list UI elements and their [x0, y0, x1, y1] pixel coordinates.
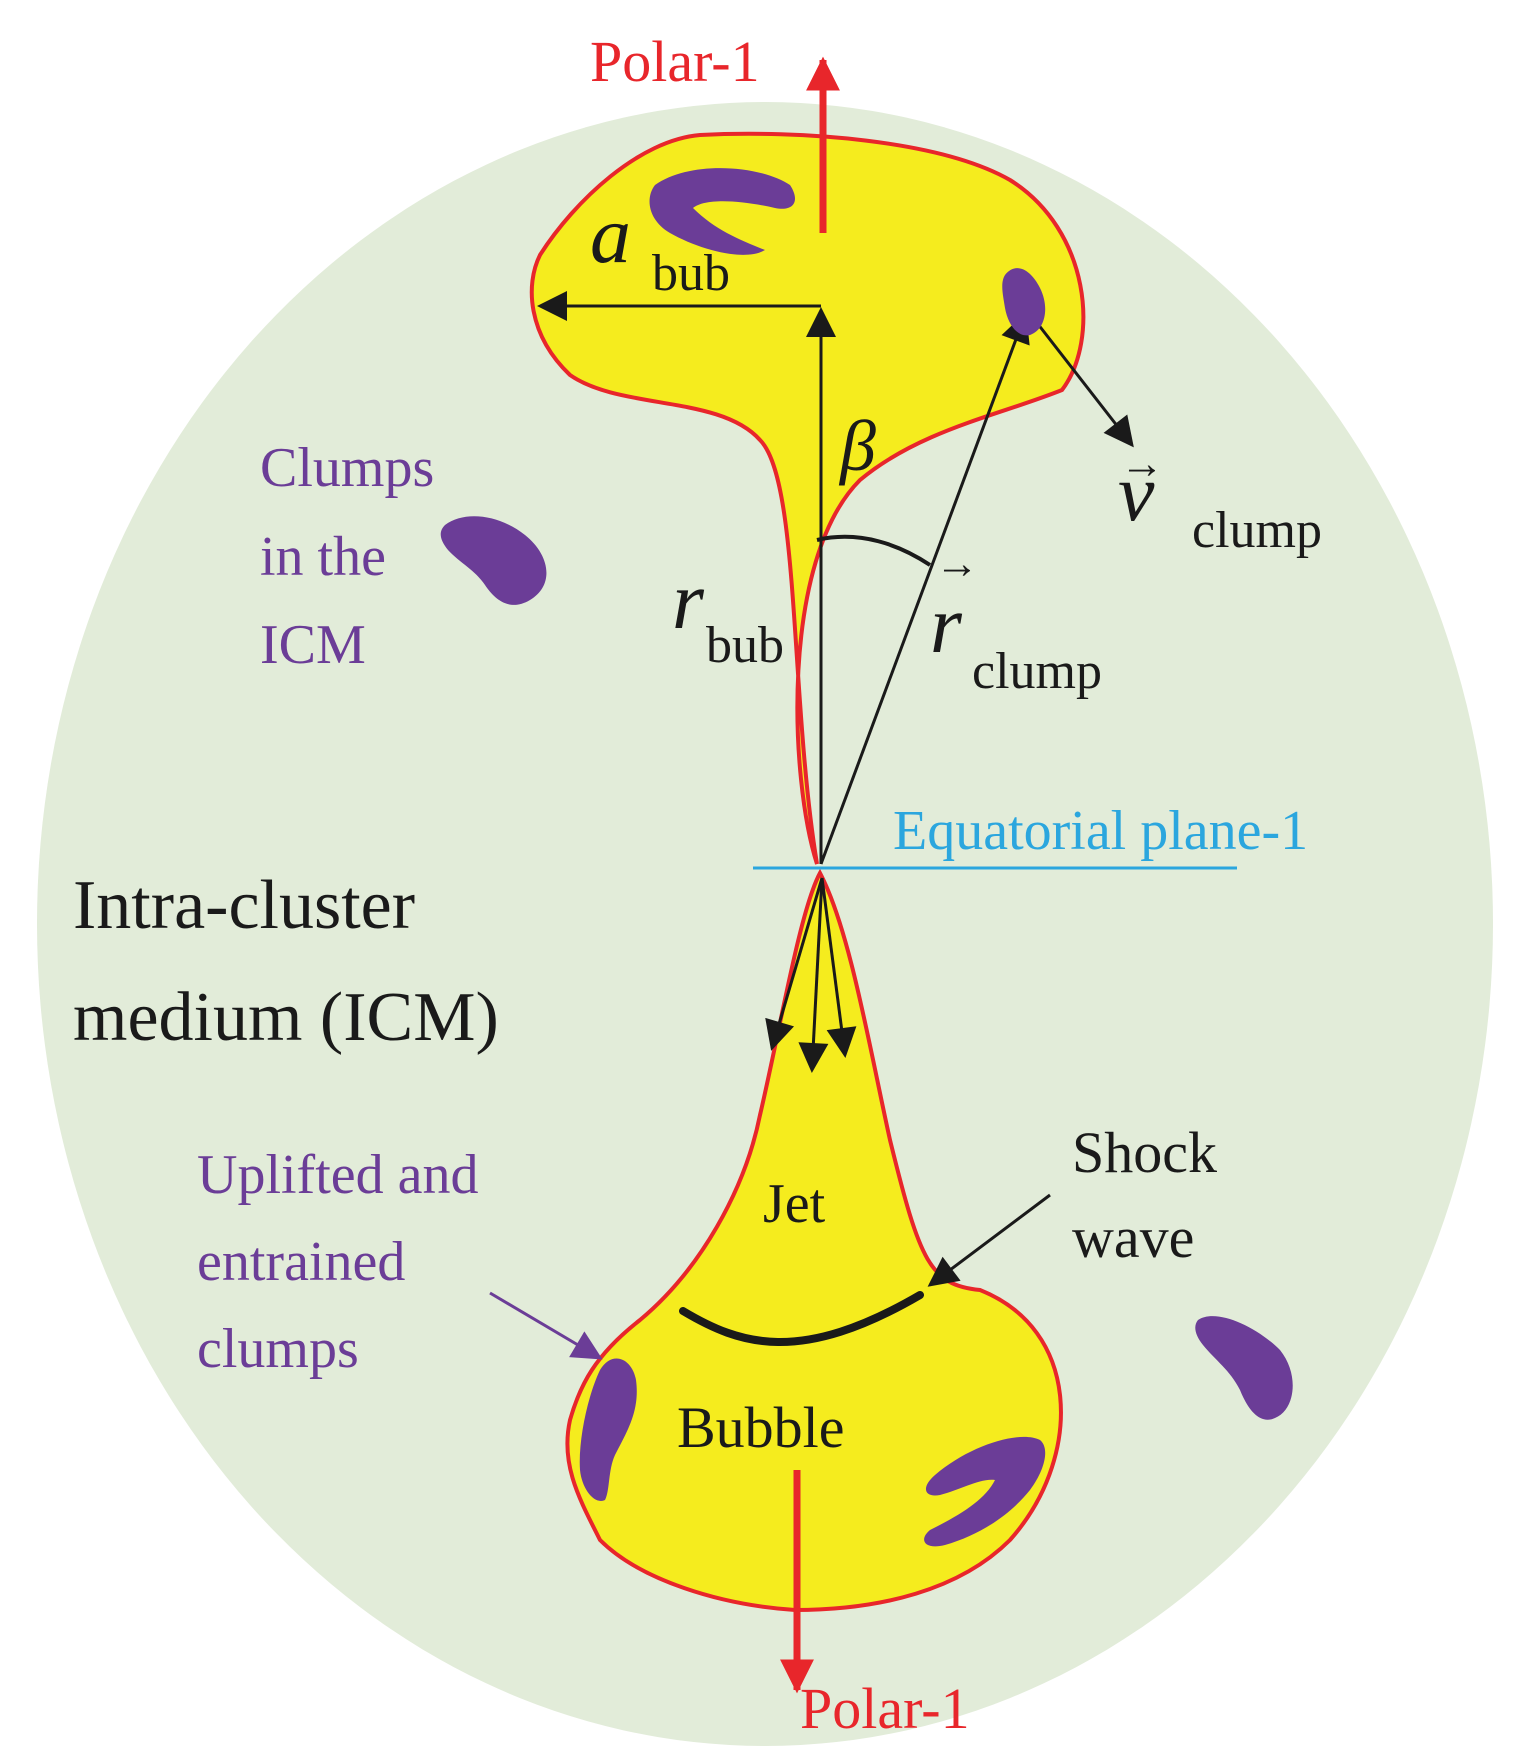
a-bub-subscript: bub — [652, 245, 730, 302]
bottom-bubble-shape — [565, 868, 1063, 1613]
bubble-label: Bubble — [677, 1395, 845, 1460]
clump-bubble-right-crescent — [924, 1436, 1046, 1547]
clump-icm-left — [440, 516, 547, 605]
uplifted-label-line-3: clumps — [197, 1318, 359, 1380]
v-clump-symbol: v — [1118, 447, 1155, 538]
v-clump-vector-arrow: → — [1120, 439, 1164, 488]
r-clump-vector-arrow: → — [935, 539, 979, 588]
r-clump-symbol: r — [930, 579, 963, 670]
v-clump-subscript: clump — [1192, 502, 1322, 559]
polar-bottom-label: Polar-1 — [800, 1676, 970, 1741]
shock-wave-label-line-1: Shock — [1072, 1120, 1217, 1185]
v-clump-arrow — [1025, 309, 1134, 448]
equatorial-plane-label: Equatorial plane-1 — [893, 800, 1308, 862]
beta-label: β — [838, 406, 876, 486]
r-clump-subscript: clump — [972, 643, 1102, 700]
clump-top-left-crescent — [649, 168, 795, 255]
shock-wave-label-line-2: wave — [1072, 1205, 1194, 1270]
clumps-icm-label-line-3: ICM — [260, 614, 366, 676]
jet-label: Jet — [763, 1173, 826, 1235]
clumps-icm-label-line-2: in the — [260, 526, 386, 588]
icm-label-line-1: Intra-cluster — [73, 867, 415, 944]
r-bub-subscript: bub — [706, 617, 784, 674]
shock-wave-pointer — [927, 1193, 1051, 1287]
shock-wave-front — [679, 1291, 924, 1346]
uplifted-label-line-1: Uplifted and — [197, 1144, 478, 1206]
uplifted-pointer — [489, 1291, 603, 1360]
polar-top-label: Polar-1 — [590, 29, 760, 94]
icm-ellipse — [37, 102, 1493, 1746]
clump-icm-right — [1195, 1316, 1293, 1420]
a-bub-symbol: a — [590, 189, 631, 280]
clump-top-right — [1002, 268, 1046, 336]
jet-flow-arrows — [765, 877, 857, 1073]
top-bubble-shape — [529, 131, 1086, 865]
clump-bubble-left — [579, 1358, 637, 1501]
clumps-icm-label-line-1: Clumps — [260, 437, 434, 499]
icm-label-line-2: medium (ICM) — [73, 979, 499, 1056]
r-clump-arrow — [819, 312, 1030, 865]
uplifted-label-line-2: entrained — [197, 1231, 405, 1293]
r-bub-symbol: r — [672, 555, 705, 646]
beta-angle-arc — [816, 534, 932, 567]
